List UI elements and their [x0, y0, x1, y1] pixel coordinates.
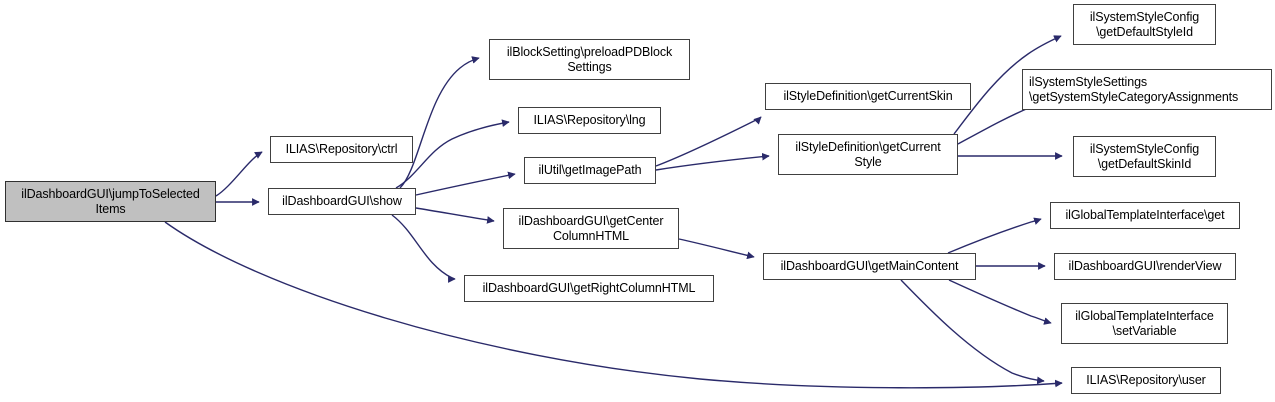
edge-show-to-getRightColumnHTML [391, 214, 456, 283]
node-label-templateGet: ilGlobalTemplateInterface\get [1065, 208, 1225, 223]
node-getImagePath[interactable]: ilUtil\getImagePath [524, 157, 656, 184]
node-label-getMainContent: ilDashboardGUI\getMainContent [780, 259, 959, 274]
edge-getImagePath-to-getCurrentSkin [655, 116, 762, 167]
edge-show-to-getImagePath [415, 171, 516, 196]
node-getSystemStyleCategoryAssignments[interactable]: ilSystemStyleSettings \getSystemStyleCat… [1022, 69, 1272, 110]
edge-getMainContent-to-templateGet [947, 217, 1042, 254]
node-label-setVariable: ilGlobalTemplateInterface \setVariable [1075, 309, 1214, 338]
node-getCenterColumnHTML[interactable]: ilDashboardGUI\getCenter ColumnHTML [503, 208, 679, 249]
node-label-preloadPDBlockSettings: ilBlockSetting\preloadPDBlock Settings [506, 45, 673, 74]
edge-getMainContent-to-user [900, 279, 1045, 385]
node-show[interactable]: ilDashboardGUI\show [268, 188, 416, 215]
node-getDefaultSkinId[interactable]: ilSystemStyleConfig \getDefaultSkinId [1073, 136, 1216, 177]
node-setVariable[interactable]: ilGlobalTemplateInterface \setVariable [1061, 303, 1228, 344]
node-label-getDefaultStyleId: ilSystemStyleConfig \getDefaultStyleId [1089, 10, 1200, 39]
node-label-user: ILIAS\Repository\user [1086, 373, 1206, 388]
node-preloadPDBlockSettings[interactable]: ilBlockSetting\preloadPDBlock Settings [489, 39, 690, 80]
node-label-getSystemStyleCategoryAssignments: ilSystemStyleSettings \getSystemStyleCat… [1029, 75, 1239, 104]
node-label-getCenterColumnHTML: ilDashboardGUI\getCenter ColumnHTML [518, 214, 664, 243]
node-getDefaultStyleId[interactable]: ilSystemStyleConfig \getDefaultStyleId [1073, 4, 1216, 45]
edge-getImagePath-to-getCurrentStyle [655, 152, 770, 171]
node-user[interactable]: ILIAS\Repository\user [1071, 367, 1221, 394]
node-label-getImagePath: ilUtil\getImagePath [538, 163, 642, 178]
node-getMainContent[interactable]: ilDashboardGUI\getMainContent [763, 253, 976, 280]
node-getRightColumnHTML[interactable]: ilDashboardGUI\getRightColumnHTML [464, 275, 714, 302]
node-label-show: ilDashboardGUI\show [282, 194, 402, 209]
node-getCurrentSkin[interactable]: ilStyleDefinition\getCurrentSkin [765, 83, 971, 110]
node-jumpToSelectedItems[interactable]: ilDashboardGUI\jumpToSelected Items [5, 181, 216, 222]
node-lng[interactable]: ILIAS\Repository\lng [518, 107, 661, 134]
node-ctrl[interactable]: ILIAS\Repository\ctrl [270, 136, 413, 163]
node-templateGet[interactable]: ilGlobalTemplateInterface\get [1050, 202, 1240, 229]
node-label-getRightColumnHTML: ilDashboardGUI\getRightColumnHTML [482, 281, 696, 296]
edge-jumpToSelectedItems-to-ctrl [215, 151, 263, 197]
node-getCurrentStyle[interactable]: ilStyleDefinition\getCurrent Style [778, 134, 958, 175]
node-label-getCurrentSkin: ilStyleDefinition\getCurrentSkin [783, 89, 953, 104]
node-renderView[interactable]: ilDashboardGUI\renderView [1054, 253, 1236, 280]
node-label-getCurrentStyle: ilStyleDefinition\getCurrent Style [795, 140, 941, 169]
node-label-ctrl: ILIAS\Repository\ctrl [285, 142, 398, 157]
node-label-lng: ILIAS\Repository\lng [533, 113, 646, 128]
node-label-renderView: ilDashboardGUI\renderView [1068, 259, 1222, 274]
node-label-getDefaultSkinId: ilSystemStyleConfig \getDefaultSkinId [1089, 142, 1200, 171]
edge-show-to-getCenterColumnHTML [415, 207, 495, 224]
edge-getCenterColumnHTML-to-getMainContent [678, 238, 755, 260]
node-label-jumpToSelectedItems: ilDashboardGUI\jumpToSelected Items [21, 187, 200, 216]
edge-show-to-preloadPDBlockSettings [399, 56, 480, 189]
edge-getMainContent-to-setVariable [948, 279, 1052, 325]
